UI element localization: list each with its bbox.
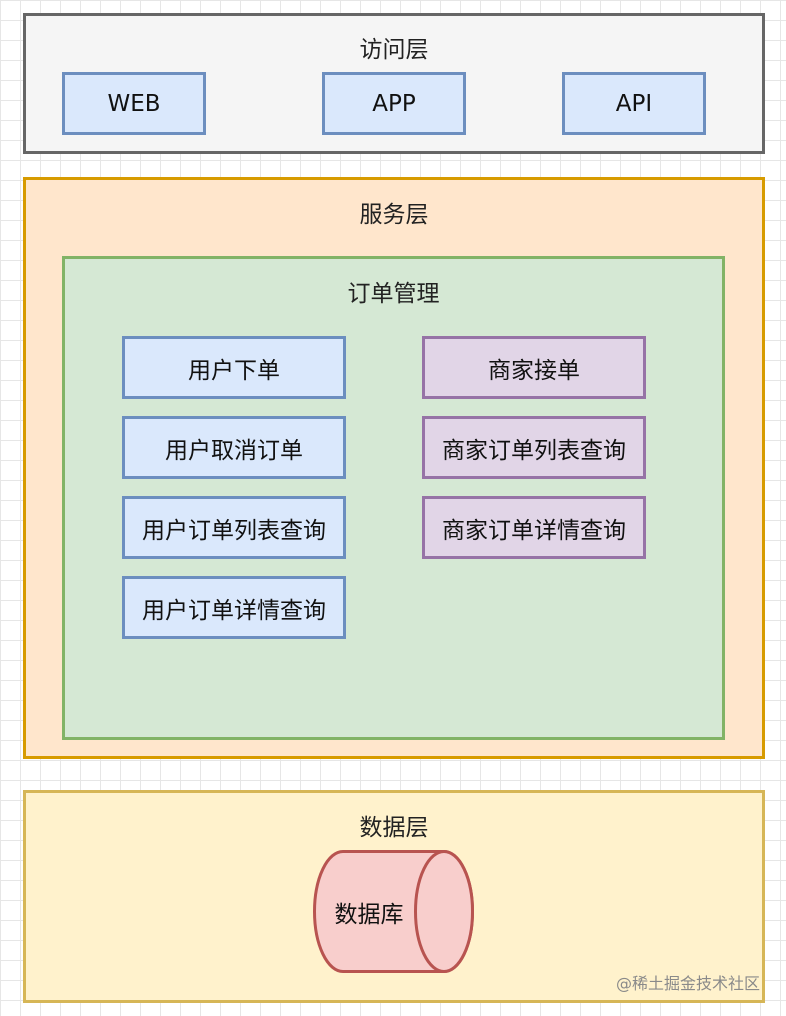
data-layer-title: 数据层 bbox=[359, 815, 429, 841]
merchant-order-detail-query: 商家订单详情查询 bbox=[422, 496, 646, 559]
user-place-order: 用户下单 bbox=[122, 336, 346, 399]
user-order-detail-query: 用户订单详情查询 bbox=[122, 576, 346, 639]
access-item-app: APP bbox=[322, 72, 466, 135]
database-label: 数据库 bbox=[334, 902, 404, 928]
access-item-web: WEB bbox=[62, 72, 206, 135]
merchant-order-list-query: 商家订单列表查询 bbox=[422, 416, 646, 479]
service-layer-title: 服务层 bbox=[359, 202, 429, 228]
user-cancel-order: 用户取消订单 bbox=[122, 416, 346, 479]
access-layer-title: 访问层 bbox=[359, 37, 429, 63]
order-management-title: 订单管理 bbox=[347, 281, 440, 307]
database-cylinder-icon bbox=[313, 850, 474, 973]
watermark: @稀土掘金技术社区 bbox=[615, 974, 760, 993]
access-item-api: API bbox=[562, 72, 706, 135]
user-order-list-query: 用户订单列表查询 bbox=[122, 496, 346, 559]
merchant-accept-order: 商家接单 bbox=[422, 336, 646, 399]
